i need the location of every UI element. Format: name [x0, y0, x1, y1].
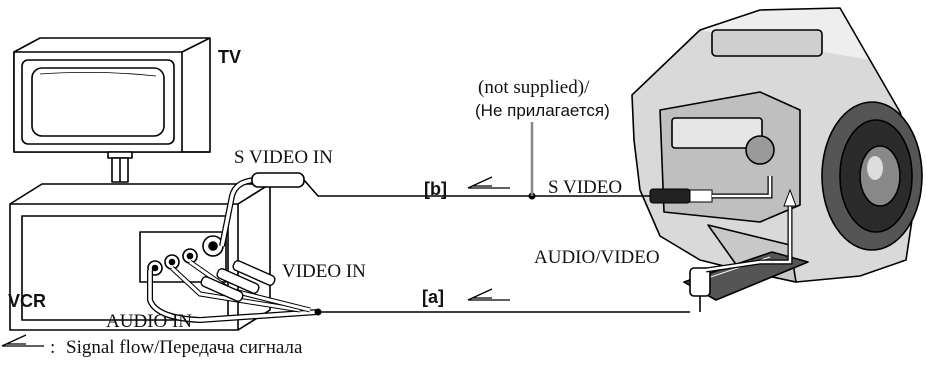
s-video-in-label: S VIDEO IN — [234, 147, 333, 168]
b-marker: [b] — [424, 179, 447, 199]
s-video-label: S VIDEO — [548, 177, 623, 198]
video-in-label: VIDEO IN — [282, 261, 366, 282]
legend-text: Signal flow/Передача сигнала — [66, 337, 303, 358]
s-video-plug-icon — [251, 172, 305, 188]
audio-in-label: AUDIO IN — [106, 311, 193, 332]
av-cable — [147, 188, 797, 324]
s-video-camera-cable — [528, 122, 773, 204]
signal-flow-arrow-icon — [1, 176, 510, 347]
legend-colon: : — [50, 337, 56, 358]
vcr-label: VCR — [8, 291, 47, 311]
a-marker: [a] — [422, 287, 444, 307]
tv-icon — [13, 37, 211, 183]
audio-video-label: AUDIO/VIDEO — [534, 247, 660, 268]
tv-label: TV — [218, 47, 242, 67]
not-supplied-label: (not supplied)/ — [478, 77, 590, 98]
camcorder-icon — [631, 7, 923, 301]
not-supplied-ru-label: (Не прилагается) — [475, 101, 610, 120]
s-video-cable — [219, 172, 532, 247]
